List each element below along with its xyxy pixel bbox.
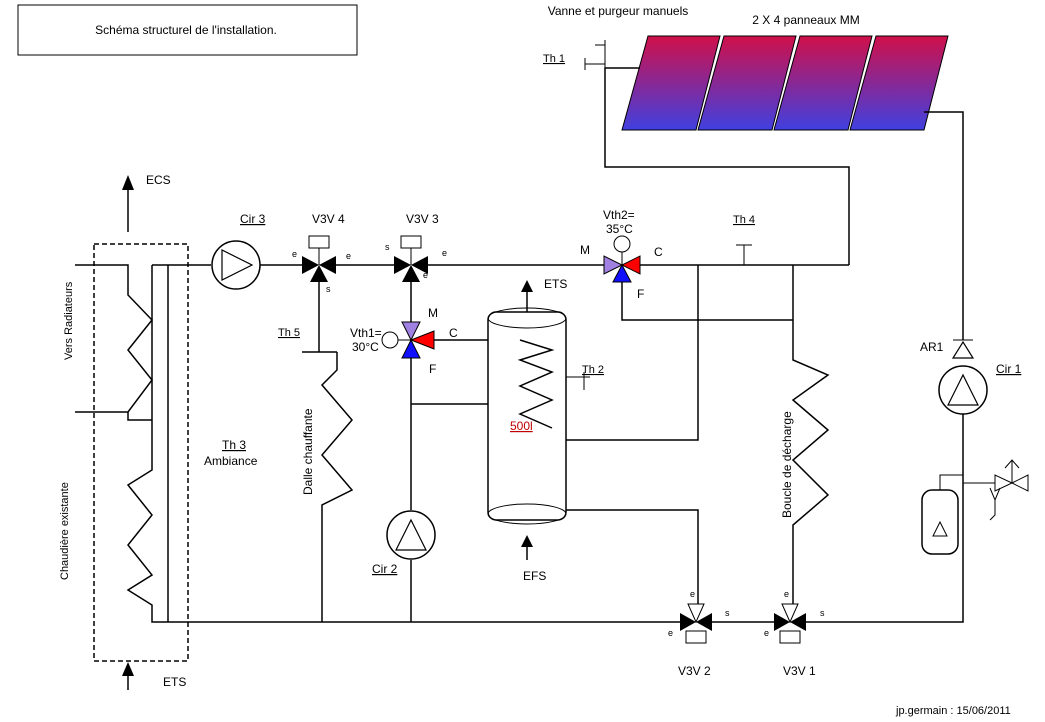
expansion-vessel — [921, 459, 1029, 555]
v3v4-label: V3V 4 — [312, 212, 345, 226]
vth2-label-b: 35°C — [606, 222, 633, 236]
v3v4-port-e2: e — [346, 251, 351, 261]
cir3-label: Cir 3 — [240, 212, 266, 226]
v3v4-port-e1: e — [292, 249, 297, 259]
v3v2-port-e2: e — [668, 628, 673, 638]
vth2-valve: Vth2= 35°C M C F — [580, 208, 663, 301]
v3v2-port-e1: e — [690, 589, 695, 599]
v3v1-label: V3V 1 — [783, 664, 816, 678]
cir3-pump: Cir 3 — [211, 212, 266, 290]
vth2-port-c: C — [654, 245, 663, 259]
solar-panels: 2 X 4 panneaux MM — [621, 13, 949, 131]
th1-label: Th 1 — [543, 53, 565, 65]
v3v3-valve: V3V 3 s e e — [385, 212, 447, 282]
ar1-check-valve: AR1 — [920, 339, 975, 359]
vth1-valve: Vth1= 30°C M C F — [350, 306, 458, 376]
v3v1-valve: V3V 1 e e s — [764, 589, 825, 678]
chaudiere-label: Chaudière existante — [59, 482, 71, 580]
panels-label: 2 X 4 panneaux MM — [752, 13, 859, 27]
v3v1-port-s: s — [820, 608, 825, 618]
boiler: Vers Radiateurs Chaudière existante ECS … — [59, 173, 189, 690]
v3v3-port-s: s — [385, 242, 390, 252]
v3v4-port-s: s — [326, 284, 331, 294]
vth2-port-m: M — [580, 243, 590, 257]
v3v1-port-e2: e — [764, 628, 769, 638]
cir1-pump: Cir 1 — [938, 362, 1022, 415]
vth2-port-f: F — [637, 287, 644, 301]
tank-label: 500l — [510, 419, 533, 433]
v3v2-label: V3V 2 — [678, 664, 711, 678]
vth1-label-a: Vth1= — [350, 326, 382, 340]
th2-label: Th 2 — [582, 364, 604, 376]
ets-tank-label: ETS — [544, 277, 567, 291]
v3v1-port-e1: e — [784, 589, 789, 599]
title-box: Schéma structurel de l'installation. — [17, 4, 358, 56]
vers-radiateurs-label: Vers Radiateurs — [63, 281, 75, 360]
v3v3-port-e2: e — [423, 270, 428, 280]
ets-bottom-label: ETS — [163, 675, 186, 689]
cir1-label: Cir 1 — [996, 362, 1022, 376]
vth1-port-f: F — [429, 362, 436, 376]
ar1-label: AR1 — [920, 340, 944, 354]
v3v2-port-s: s — [725, 608, 730, 618]
th3-label: Th 3 — [222, 438, 246, 452]
v3v2-valve: V3V 2 e e s — [668, 589, 730, 678]
cir2-label: Cir 2 — [372, 562, 398, 576]
vanne-label: Vanne et purgeur manuels — [548, 4, 689, 18]
v3v4-valve: V3V 4 e e s — [292, 212, 351, 294]
solar-loop-pipes — [584, 40, 964, 623]
ambiance-label: Ambiance — [204, 454, 258, 468]
v3v3-label: V3V 3 — [406, 212, 439, 226]
diagram-title: Schéma structurel de l'installation. — [95, 23, 277, 37]
vth1-port-m: M — [428, 306, 438, 320]
th5-label: Th 5 — [278, 327, 300, 339]
vth2-label-a: Vth2= — [603, 208, 635, 222]
author-date: jp.germain : 15/06/2011 — [895, 705, 1011, 717]
vth1-label-b: 30°C — [352, 340, 379, 354]
storage-tank: 500l ETS EFS Th 2 — [487, 277, 604, 583]
dalle-label: Dalle chauffante — [301, 408, 315, 495]
ecs-label: ECS — [146, 173, 171, 187]
boucle-label: Boucle de décharge — [780, 411, 794, 518]
cir2-pump: Cir 2 — [372, 510, 436, 576]
efs-label: EFS — [523, 569, 546, 583]
v3v3-port-e1: e — [442, 248, 447, 258]
th4-label: Th 4 — [733, 214, 755, 226]
vth1-port-c: C — [449, 326, 458, 340]
